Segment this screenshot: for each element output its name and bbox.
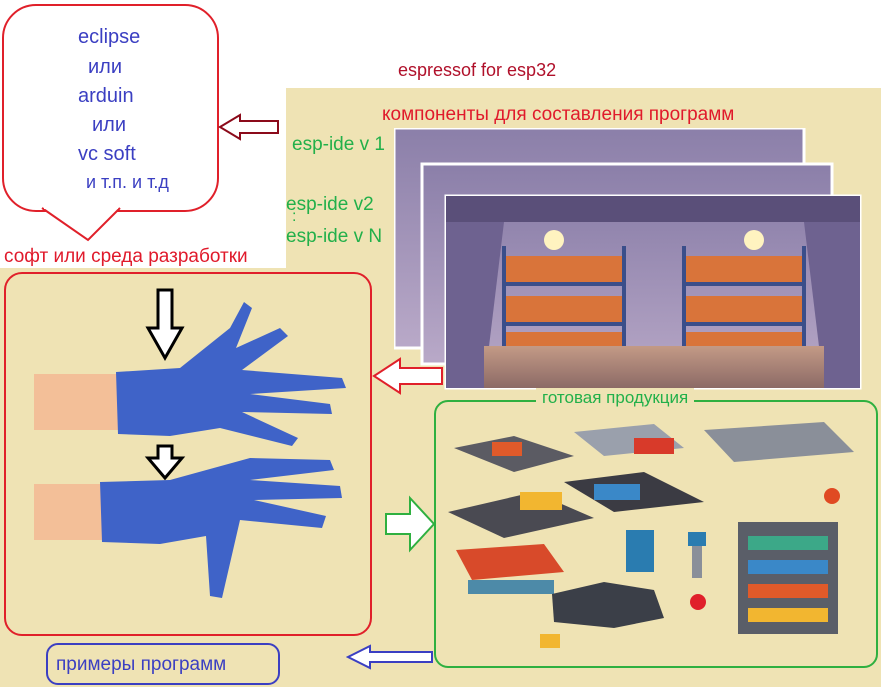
bubble-line-5: vc soft <box>78 143 136 165</box>
bubble-line-2: или <box>88 56 123 78</box>
version-dots: : <box>292 208 297 225</box>
version-v1: esp-ide v 1 <box>292 134 385 155</box>
components-label: компоненты для составления программ <box>382 104 735 125</box>
examples-box <box>46 643 280 685</box>
products-label: готовая продукция <box>536 388 695 408</box>
arrow-to-products-icon <box>385 495 436 553</box>
bubble-line-6: и т.п. и т.д <box>86 172 169 192</box>
espressif-title: espressof for esp32 <box>398 60 557 80</box>
bubble-tail <box>41 200 121 242</box>
gloves-box <box>4 272 372 636</box>
bubble-line-4: или <box>92 114 127 136</box>
warehouse-illustration <box>394 128 862 390</box>
soft-label: софт или среда разработки <box>4 246 248 267</box>
examples-label: примеры программ <box>56 654 227 675</box>
arrow-to-examples-icon <box>346 644 433 670</box>
bubble-line-1: eclipse <box>78 26 141 48</box>
bubble-line-3: arduin <box>78 85 134 107</box>
version-v2: esp-ide v2 <box>286 194 374 215</box>
arrow-to-bubble-icon <box>218 113 279 141</box>
arrow-to-gloves-icon <box>372 357 443 395</box>
ide-bubble <box>2 4 219 212</box>
parking-illustration <box>448 422 854 648</box>
version-vn: esp-ide v N <box>286 226 383 247</box>
gloves-illustration <box>34 288 346 598</box>
